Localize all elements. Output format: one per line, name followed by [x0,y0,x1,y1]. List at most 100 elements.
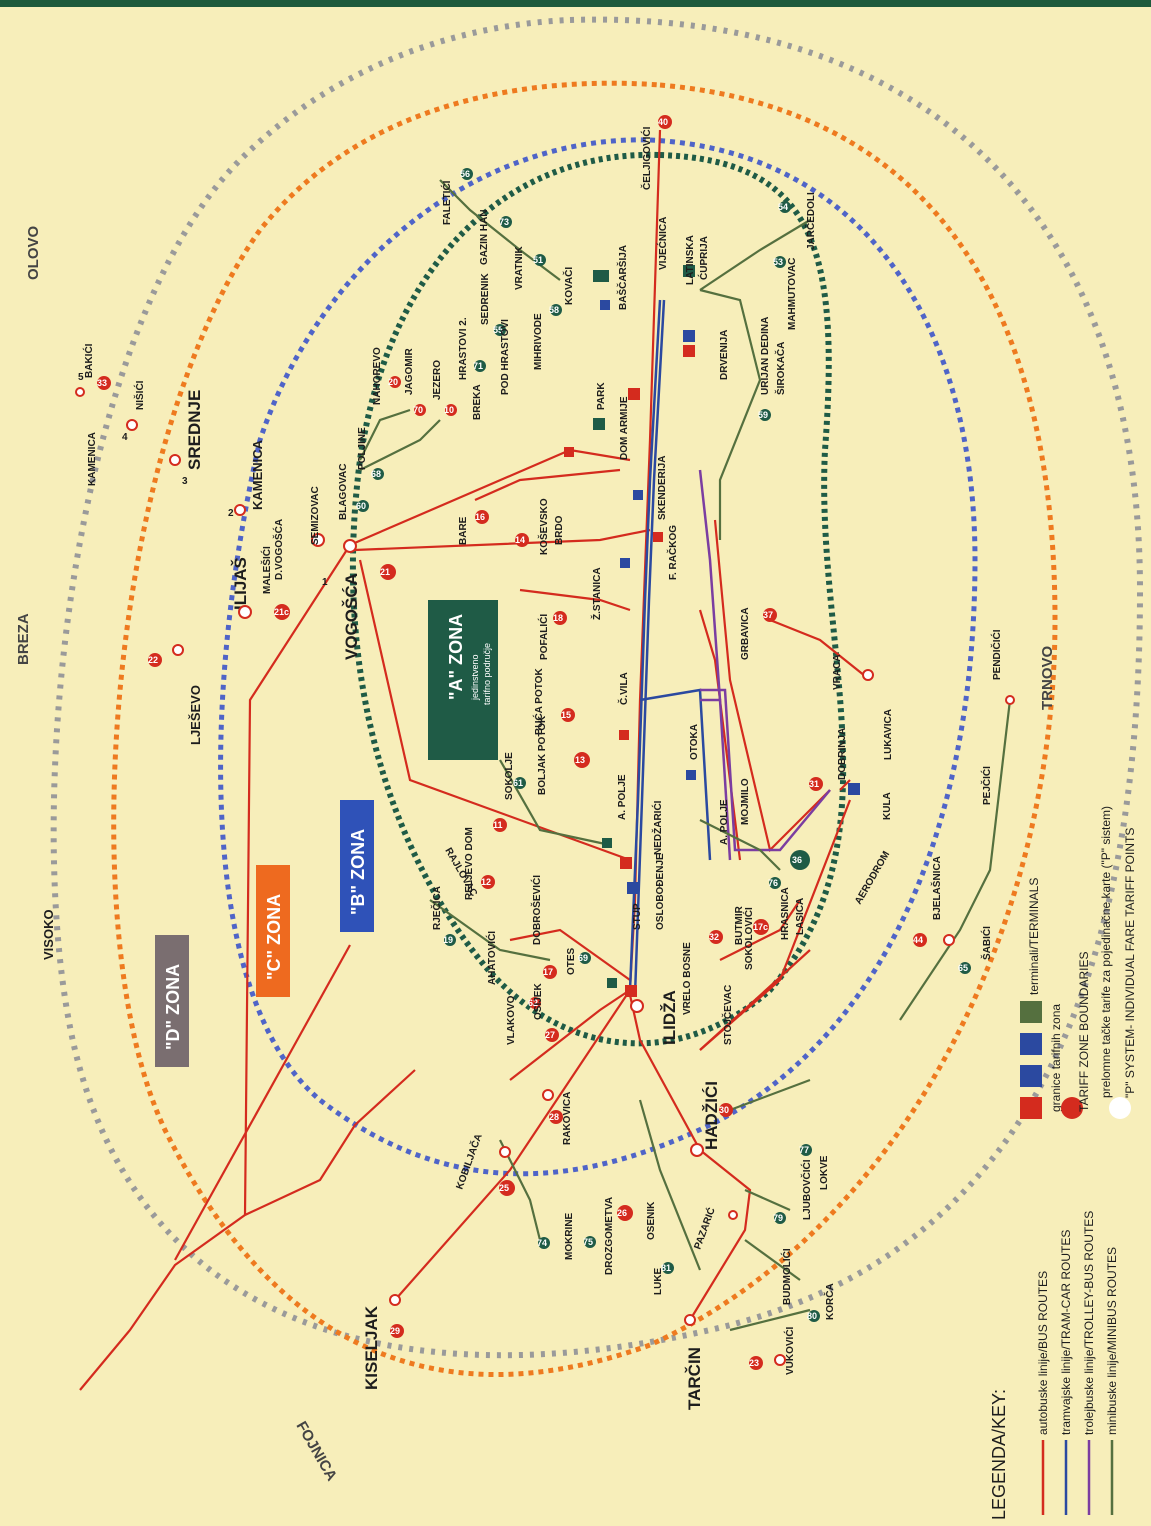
legend-boundaries-en: TARIFF ZONE BOUNDARIES [1077,952,1091,1112]
stop-kosevsko: KOŠEVSKO [537,498,550,555]
badge-56: 56 [460,169,470,179]
zone-a-sub2: tarifno područje [482,643,492,705]
hub-ilidza: ILIDŽA [660,990,679,1045]
stop-bjelasnica: BJELAŠNICA [930,856,943,920]
badge-17c: 17c [753,922,768,932]
badge-62: 62 [528,998,538,1008]
stop-nedzarici: NEDŽARIĆI [651,800,664,855]
stop-z-stanica: Ž.STANICA [590,567,603,620]
minibus-routes [359,179,1012,1332]
town-breza: BREZA [15,613,32,665]
zone-b-boundary [218,137,978,1177]
zone-c-boundary [111,80,1058,1377]
trolley-routes [698,469,831,861]
stop-pod-hrastovi: POD HRASTOVI [500,319,511,395]
badge-22: 22 [148,655,158,665]
stop-stojcevac: STOJČEVAC [721,985,734,1045]
badge-13: 13 [575,755,585,765]
stop-kovaci: KOVAČI [562,267,575,305]
terminals [564,265,860,997]
badge-68: 68 [371,469,381,479]
badge-12: 12 [481,877,491,887]
stop-pejcici: PEJČIĆI [980,766,993,805]
stop-latinska: LATINSKA [685,235,696,285]
stop-vrelo-bosne: VRELO BOSNE [682,942,693,1015]
badge-60: 60 [356,501,366,511]
stop-dobrosevici: DOBROŠEVIĆI [530,875,543,945]
hub-ilijas: ILIJAŠ [231,557,250,610]
stop-vijecnica: VIJEĆNICA [656,217,669,270]
stop-lukavica: LUKAVICA [883,709,894,760]
town-fojnica: FOJNICA [293,1419,341,1485]
stop-butmir: BUTMIR [734,905,745,945]
legend-terminal: terminali/TERMINALS [1027,878,1041,995]
badge-81: 81 [661,1263,671,1273]
stop-breka: BREKA [472,384,483,420]
stop-bakici: BAKIĆI [82,343,95,378]
legend-boundaries-bs: granice tarifnih zona [1049,1004,1063,1112]
badge-25: 25 [499,1183,509,1193]
hub-ljesevo: LJEŠEVO [188,685,203,745]
stop-lokve: LOKVE [819,1155,830,1190]
badge-32: 32 [709,932,719,942]
node-num-5: 5 [78,372,84,383]
stop-aerodrom: AERODROM [853,850,892,907]
stop-pendicici: PENDIČIĆI [990,629,1003,680]
stop-semizovac: SEMIZOVAC [310,486,321,545]
badge-80: 80 [807,1311,817,1321]
stop-oslobodenje: OSLOBOĐENJE [655,853,666,930]
node-num-2: 2 [228,508,234,519]
stop-brdo: BRDO [554,515,565,545]
stop-hrasnica: HRASNICA [780,887,791,940]
zone-d-title: "D" ZONA [163,964,183,1050]
stop-dom-armije: DOM ARMIJE [619,396,630,460]
zone-a-boundary [349,151,847,1047]
hub-srednje: SREDNJE [185,390,204,470]
stop-faletici: FALETIĆI [440,180,453,225]
badge-40: 40 [658,117,668,127]
stop-blagovac: BLAGOVAC [338,464,349,520]
stop-pazaric: PAZARIĆ [691,1206,718,1252]
badge-16: 16 [475,512,485,522]
stop-sokolje: SOKOLJE [504,752,515,800]
stop-osenik: OSENIK [646,1201,657,1240]
badge-77: 77 [799,1145,809,1155]
stop-luke: LUKE [653,1267,664,1295]
stop-otoka: OTOKA [689,724,700,760]
legend-fare-bs: prelomne tačke tarife za pojedinačne kar… [1099,806,1113,1098]
stop-mokrine: MOKRINE [564,1212,575,1260]
stop-d-vogosca: D.VOGOŠĆA [272,519,285,580]
route-badges: 33 22 21c 21 60 68 70 10 71 73 51 55 56 … [97,115,971,1370]
badge-71: 71 [473,361,483,371]
zone-d-boundary [50,16,1144,1359]
zone-a-sub1: jedinstveno [470,654,480,701]
badge-59: 59 [758,410,768,420]
town-olovo: OLOVO [25,225,42,280]
badge-28: 28 [549,1112,559,1122]
stop-poljine: POLJINE [357,427,368,470]
stop-rjecica: RJEČICA [430,886,443,930]
stop-jarcedoli: JARČEDOLI [804,192,817,250]
stop-kobiljaca: KOBILJAČA [453,1132,485,1191]
badge-53: 53 [773,257,783,267]
badge-14: 14 [515,535,525,545]
stop-bascarsija: BAŠČARŠIJA [616,245,629,310]
badge-70: 70 [413,405,423,415]
badge-54: 54 [778,202,788,212]
badge-58: 58 [549,305,559,315]
zone-b-label: "B" ZONA [340,800,374,932]
badge-11: 11 [493,820,503,830]
stop-vlakovo: VLAKOVO [506,995,517,1045]
stop-reljevo-dom: RELJEVO DOM [464,827,475,900]
stop-otes: OTES [566,947,577,975]
zone-c-title: "C" ZONA [264,894,284,980]
badge-73: 73 [499,217,509,227]
badge-10: 10 [444,405,454,415]
stop-a-polje-2: A. POLJE [719,799,730,845]
zone-d-label: "D" ZONA [155,935,189,1067]
badge-21: 21 [380,567,390,577]
stop-sirokaca: ŠIROKAČA [774,342,787,395]
stop-kamenica: KAMENICA [87,432,98,486]
stop-urijan: URIJAN DEDINA [760,317,771,395]
